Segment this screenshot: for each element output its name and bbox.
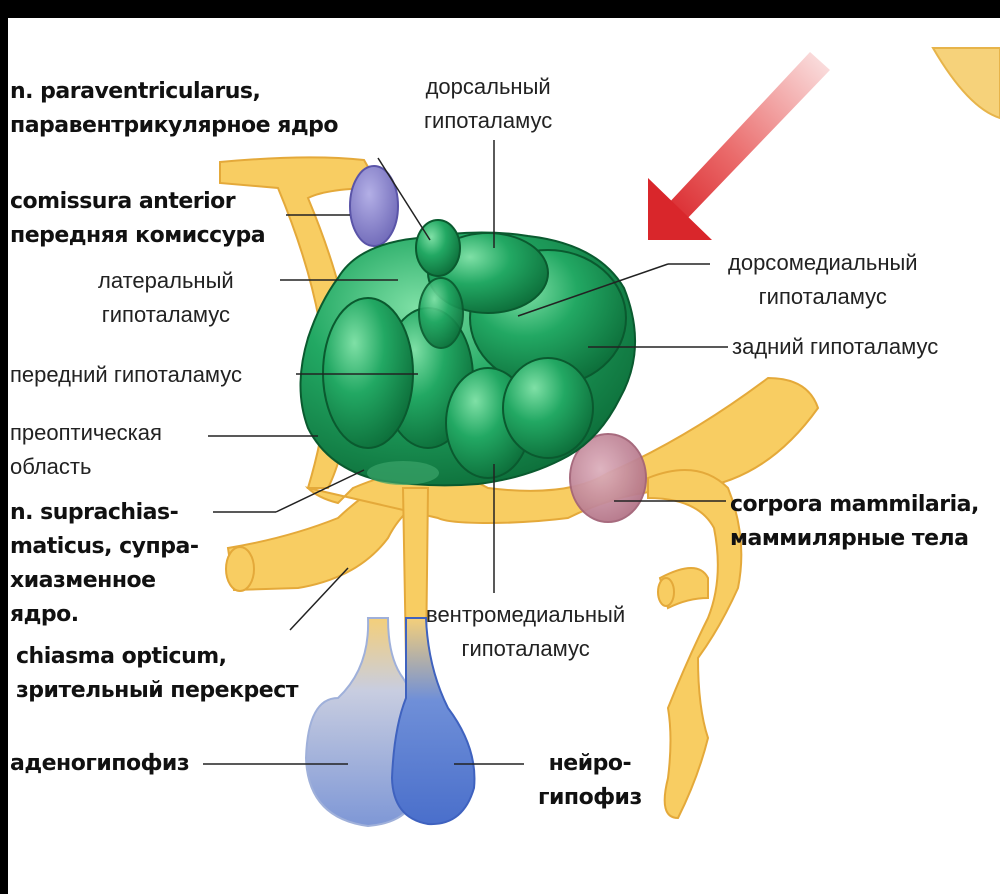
label-lateral-hypothalamus: латеральный гипоталамус [98, 264, 234, 332]
label-suprachiasmatic-nucleus: n. suprachias- maticus, супра- хиазменно… [10, 496, 198, 632]
label-line: chiasma opticum, [16, 640, 298, 674]
label-posterior-hypothalamus: задний гипоталамус [732, 330, 938, 364]
label-preoptic-area: преоптическая область [10, 416, 162, 484]
label-line: маммилярные тела [730, 522, 979, 556]
label-line: задний гипоталамус [732, 330, 938, 364]
figure-canvas: n. paraventricularus, паравентрикулярное… [8, 18, 1000, 894]
label-line: вентромедиальный [426, 598, 625, 632]
label-line: ядро. [10, 598, 198, 632]
hypothalamic-nuclei [301, 220, 636, 485]
label-line: гипофиз [538, 781, 642, 815]
label-line: n. paraventricularus, [10, 75, 338, 109]
label-line: гипоталамус [426, 632, 625, 666]
label-line: паравентрикулярное ядро [10, 109, 338, 143]
label-line: хиазменное [10, 564, 198, 598]
label-paraventricular-nucleus: n. paraventricularus, паравентрикулярное… [10, 75, 338, 143]
label-line: нейро- [538, 747, 642, 781]
label-neurohypophysis: нейро- гипофиз [538, 747, 642, 815]
label-line: передний гипоталамус [10, 358, 242, 392]
label-ventromedial-hypothalamus: вентромедиальный гипоталамус [426, 598, 625, 666]
label-line: зрительный перекрест [16, 674, 298, 708]
label-dorsal-hypothalamus: дорсальный гипоталамус [424, 70, 552, 138]
label-optic-chiasm: chiasma opticum, зрительный перекрест [16, 640, 298, 708]
label-adenohypophysis: аденогипофиз [10, 747, 189, 781]
label-anterior-hypothalamus: передний гипоталамус [10, 358, 242, 392]
label-mammillary-bodies: corpora mammilaria, маммилярные тела [730, 488, 979, 556]
label-line: латеральный [98, 264, 234, 298]
label-line: аденогипофиз [10, 747, 189, 781]
label-line: comissura anterior [10, 185, 265, 219]
label-line: область [10, 450, 162, 484]
label-line: maticus, супра- [10, 530, 198, 564]
label-line: передняя комиссура [10, 219, 265, 253]
label-dorsomedial-hypothalamus: дорсомедиальный гипоталамус [728, 246, 918, 314]
label-line: дорсальный [424, 70, 552, 104]
corner-structure [933, 48, 1000, 118]
label-anterior-commissure: comissura anterior передняя комиссура [10, 185, 265, 253]
label-line: преоптическая [10, 416, 162, 450]
label-line: corpora mammilaria, [730, 488, 979, 522]
label-line: дорсомедиальный [728, 246, 918, 280]
direction-arrow [648, 52, 830, 240]
label-line: n. suprachias- [10, 496, 198, 530]
label-line: гипоталамус [424, 104, 552, 138]
label-line: гипоталамус [98, 298, 234, 332]
label-line: гипоталамус [728, 280, 918, 314]
